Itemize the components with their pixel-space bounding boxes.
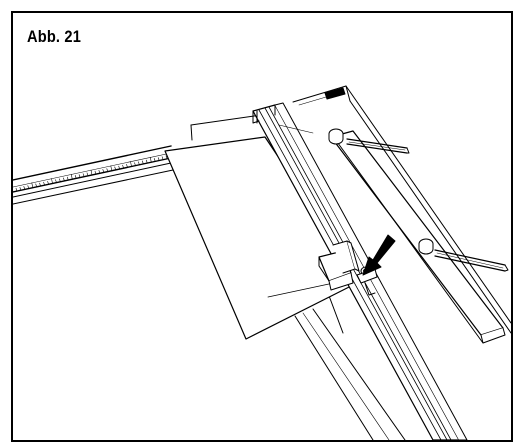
ruler-tick [106,168,109,172]
ruler-tick [59,178,61,183]
ruler-tick [157,157,160,161]
ruler-tick [126,164,128,168]
ruler-tick [130,161,132,167]
ruler-tick [31,182,34,189]
ruler-tick [134,162,136,166]
ruler-tick [35,183,38,188]
lever-arm-upper [346,138,410,154]
ruler-tick [98,170,101,174]
ruler-tick [66,176,69,181]
ruler-tick [55,179,57,183]
figure-frame: Abb. 21 [11,11,513,442]
ruler-tick [138,161,140,166]
figure-label: Abb. 21 [27,27,82,46]
ruler-tick [47,181,49,185]
ruler-tick [39,182,41,187]
measuring-ruler [13,145,174,205]
ruler-tick [70,174,73,180]
ruler-tick [153,158,156,162]
ruler-tick [19,187,22,191]
ruler-tick [146,159,148,164]
ruler-tick [82,173,85,177]
indicator-arrow [362,234,396,276]
ruler-tick [51,178,53,184]
lever-arm-lower [434,249,509,272]
ruler-tick [110,165,113,172]
ruler-tick [63,177,65,182]
ruler-tick [74,175,77,179]
ruler-tick [150,157,152,163]
ruler-tick [15,187,18,192]
ruler-tick [142,160,144,165]
ruler-tick [94,170,97,175]
clamping-bar [330,130,506,344]
ruler-tick [27,185,30,189]
ruler-tick [118,165,120,170]
ruler-tick [122,164,124,169]
ruler-ticks [13,152,172,193]
ruler-tick [78,174,81,178]
ruler-tick [90,169,93,176]
ruler-tick [102,169,105,173]
ruler-tick [43,181,45,186]
ruler-tick [161,156,164,160]
ruler-tick [165,155,168,160]
cutter-illustration [13,85,511,440]
clamp-knob-upper [328,128,344,145]
clamp-knob-lower [418,238,434,255]
ruler-tick [86,172,89,177]
base-board [294,308,406,440]
ruler-tick [114,166,116,171]
ruler-tick [23,186,26,190]
